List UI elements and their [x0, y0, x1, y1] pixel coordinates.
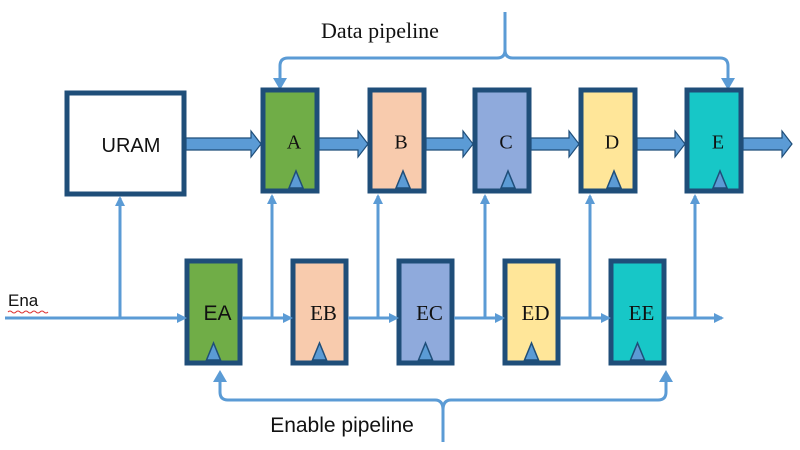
bus-arrow-a-to-b: [318, 129, 369, 159]
data-registers: A B C D E: [260, 87, 744, 194]
bus-arrow-d-to-e: [636, 129, 686, 159]
enable-register-ee: EE: [608, 258, 667, 366]
enable-wires: [5, 194, 724, 323]
data-bus: [185, 129, 793, 159]
enable-register-ea: EA: [184, 258, 243, 366]
arrow-into-EE-icon: [659, 370, 673, 382]
uram-label: URAM: [102, 135, 161, 157]
bus-arrow-c-to-d: [530, 129, 580, 159]
enable-register-eb: EB: [290, 258, 349, 366]
clock-triangle-icon: [205, 341, 222, 361]
enable-register-label: EC: [416, 301, 443, 325]
data-register-label: A: [287, 132, 302, 154]
enable-register-label: EB: [310, 301, 337, 325]
data-register-body: [684, 87, 744, 194]
clock-triangle-icon: [711, 169, 729, 189]
bus-arrow-b-to-c: [425, 129, 474, 159]
ena-input-label: Ena: [8, 291, 39, 310]
clock-triangle-icon: [394, 169, 412, 189]
arrow-into-A-icon: [273, 78, 287, 90]
data-register-c: C: [472, 87, 532, 194]
data-register-label: D: [605, 132, 619, 154]
data-register-body: [367, 87, 427, 194]
enable-register-label: EA: [203, 302, 231, 325]
data-register-d: D: [578, 87, 638, 194]
enable-registers: EA EB EC ED EE: [184, 258, 667, 366]
data-pipeline-title: Data pipeline: [321, 18, 439, 43]
arrow-into-EA-icon: [213, 370, 227, 382]
spellcheck-underline: [7, 310, 49, 314]
arrow-into-E-icon: [721, 78, 735, 90]
clock-triangle-icon: [287, 169, 305, 189]
data-pipeline-brace: [273, 12, 735, 90]
enable-register-ec: EC: [396, 258, 455, 366]
data-register-body: [472, 87, 532, 194]
data-register-label: C: [499, 132, 512, 154]
clock-triangle-icon: [417, 341, 434, 361]
uram-block: URAM: [64, 90, 187, 197]
clock-triangle-icon: [311, 341, 328, 361]
enable-register-body: [396, 258, 455, 366]
clock-triangle-icon: [523, 341, 540, 361]
clock-triangle-icon: [605, 169, 623, 189]
enable-pipeline-brace: [213, 370, 673, 442]
data-register-e: E: [684, 87, 744, 194]
clock-triangle-icon: [629, 341, 646, 361]
bus-arrow-e-out: [742, 129, 793, 159]
enable-register-ed: ED: [502, 258, 561, 366]
data-register-a: A: [260, 87, 320, 194]
data-register-body: [578, 87, 638, 194]
bus-arrow-uram-to-a: [185, 129, 262, 159]
enable-register-label: EE: [629, 301, 655, 325]
data-register-body: [260, 87, 320, 194]
data-register-label: E: [712, 132, 724, 154]
data-register-b: B: [367, 87, 427, 194]
data-register-label: B: [394, 132, 407, 154]
clock-triangle-icon: [499, 169, 517, 189]
enable-register-label: ED: [522, 301, 550, 325]
enable-pipeline-title: Enable pipeline: [270, 414, 414, 437]
